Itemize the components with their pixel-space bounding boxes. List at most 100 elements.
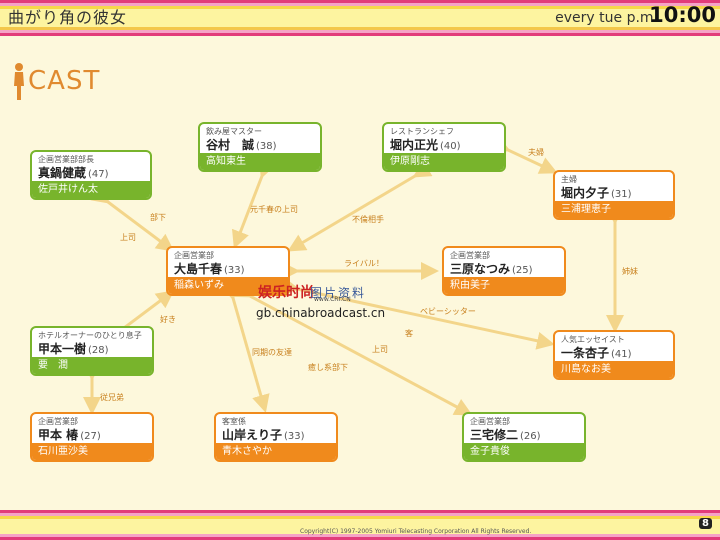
cast-actor: 高知東生 — [200, 153, 320, 170]
channel-logo: 8 — [699, 518, 712, 529]
cast-actor: 要 潤 — [32, 357, 152, 374]
cast-name-row: 甲本一樹(28) — [32, 341, 152, 357]
cast-name-row: 三原なつみ(25) — [444, 261, 564, 277]
relation-label: 上司 — [120, 233, 136, 242]
cast-actor: 釈由美子 — [444, 277, 564, 294]
cast-name-row: 三宅修二(26) — [464, 427, 584, 443]
relation-label: 従兄弟 — [100, 393, 124, 402]
cast-role: 企画営業部 — [174, 251, 214, 260]
cast-role: 主婦 — [561, 175, 577, 184]
cast-card-oshima: 企画営業部 大島千春(33) 稲森いずみ — [166, 246, 290, 296]
cast-age: (38) — [256, 141, 277, 152]
relation-label: 不倫相手 — [352, 215, 384, 224]
cast-actor: 三浦理恵子 — [555, 201, 673, 218]
cast-name: 三宅修二 — [470, 428, 519, 442]
edge-horiuchi-couple — [490, 135, 558, 174]
cast-name: 甲本一樹 — [38, 342, 87, 356]
cast-card-yamagishi: 客室係 山岸えり子(33) 青木さやか — [214, 412, 338, 462]
cast-role: 企画営業部 — [470, 417, 510, 426]
cast-role: 企画営業部 — [450, 251, 490, 260]
cast-role: 客室係 — [222, 417, 246, 426]
cast-card-kamoto-kazuki: ホテルオーナーのひとり息子 甲本一樹(28) 要 潤 — [30, 326, 154, 376]
air-time: every tue p.m. — [555, 10, 658, 26]
relation-label: 好き — [160, 315, 176, 324]
cast-name-row: 一条杏子(41) — [555, 345, 673, 361]
cast-age: (47) — [88, 169, 109, 180]
edge-horiuchi-oshima — [287, 160, 433, 252]
relation-label: 元千春の上司 — [250, 205, 298, 214]
cast-role: 人気エッセイスト — [561, 335, 625, 344]
cast-age: (27) — [80, 431, 101, 442]
cast-actor: 伊原剛志 — [384, 153, 504, 170]
relation-label: ベビーシッター — [420, 307, 476, 316]
cast-card-kamoto-tsubaki: 企画営業部 甲本 椿(27) 石川亜沙美 — [30, 412, 154, 462]
cast-name: 堀内正光 — [390, 138, 439, 152]
cast-role: 飲み屋マスター — [206, 127, 262, 136]
watermark-brand: 娱乐时尚 — [258, 285, 314, 301]
show-title: 曲がり角の彼女 — [8, 8, 128, 27]
cast-name: 三原なつみ — [450, 262, 511, 276]
cast-name-row: 大島千春(33) — [168, 261, 288, 277]
cast-name-row: 真鍋健蔵(47) — [32, 165, 150, 181]
watermark-site: www.CRI.CN — [314, 296, 351, 303]
woman-silhouette-icon — [14, 63, 24, 100]
cast-age: (33) — [224, 265, 245, 276]
cast-actor: 佐戸井けん太 — [32, 181, 150, 198]
cast-actor: 金子貴俊 — [464, 443, 584, 460]
cast-role: ホテルオーナーのひとり息子 — [38, 331, 142, 340]
edge-oshima-miyake — [232, 280, 473, 416]
cast-age: (31) — [611, 189, 632, 200]
cast-age: (40) — [440, 141, 461, 152]
footer-stripes — [0, 510, 720, 540]
cast-age: (25) — [512, 265, 533, 276]
cast-name-row: 谷村 誠(38) — [200, 137, 320, 153]
cast-age: (26) — [520, 431, 541, 442]
cast-name-row: 堀内夕子(31) — [555, 185, 673, 201]
cast-role: 企画営業部 — [38, 417, 78, 426]
edge-kamoto-oshima — [106, 290, 175, 345]
cast-age: (41) — [611, 349, 632, 360]
cast-actor: 青木さやか — [216, 443, 336, 460]
footer-copyright: Copyright(C) 1997-2005 Yomiuri Telecasti… — [300, 528, 532, 535]
cast-card-manabe: 企画営業部部長 真鍋健蔵(47) 佐戸井けん太 — [30, 150, 152, 200]
cast-card-ichijo: 人気エッセイスト 一条杏子(41) 川島なお美 — [553, 330, 675, 380]
relation-label: 部下 — [150, 213, 166, 222]
cast-name-row: 甲本 椿(27) — [32, 427, 152, 443]
relation-label: 上司 — [372, 345, 388, 354]
watermark-brand-sub: 图片资料 — [310, 286, 367, 300]
cast-role: 企画営業部部長 — [38, 155, 94, 164]
cast-name-row: 堀内正光(40) — [384, 137, 504, 153]
cast-actor: 川島なお美 — [555, 361, 673, 378]
cast-name: 堀内夕子 — [561, 186, 610, 200]
watermark-url: gb.chinabroadcast.cn — [256, 306, 386, 320]
cast-card-horiuchi-yuko: 主婦 堀内夕子(31) 三浦理恵子 — [553, 170, 675, 220]
cast-name: 真鍋健蔵 — [38, 166, 87, 180]
cast-name-row: 山岸えり子(33) — [216, 427, 336, 443]
cast-name: 一条杏子 — [561, 346, 610, 360]
relation-label: 夫婦 — [528, 148, 544, 157]
relation-label: 客 — [405, 329, 413, 338]
relation-label: 姉妹 — [622, 267, 638, 276]
cast-role: レストランシェフ — [390, 127, 454, 136]
cast-name: 谷村 誠 — [206, 138, 255, 152]
cast-card-mihara: 企画営業部 三原なつみ(25) 釈由美子 — [442, 246, 566, 296]
cast-heading: CAST — [28, 66, 101, 96]
relation-label: 同期の友達 — [252, 348, 292, 357]
edge-manabe-oshima — [90, 185, 175, 252]
cast-actor: 稲森いずみ — [168, 277, 288, 294]
cast-card-horiuchi-masamitsu: レストランシェフ 堀内正光(40) 伊原剛志 — [382, 122, 506, 172]
cast-card-miyake: 企画営業部 三宅修二(26) 金子貴俊 — [462, 412, 586, 462]
edge-tanimura-oshima — [232, 158, 276, 249]
cast-age: (28) — [88, 345, 109, 356]
cast-name: 山岸えり子 — [222, 428, 283, 442]
cast-age: (33) — [284, 431, 305, 442]
air-clock: 10:00 — [649, 3, 716, 27]
relation-label: ライバル！ — [344, 259, 384, 268]
relation-label: 癒し系部下 — [308, 363, 348, 372]
cast-actor: 石川亜沙美 — [32, 443, 152, 460]
cast-name: 大島千春 — [174, 262, 223, 276]
header-stripes — [0, 0, 720, 36]
cast-card-tanimura: 飲み屋マスター 谷村 誠(38) 高知東生 — [198, 122, 322, 172]
cast-name: 甲本 椿 — [38, 428, 79, 442]
